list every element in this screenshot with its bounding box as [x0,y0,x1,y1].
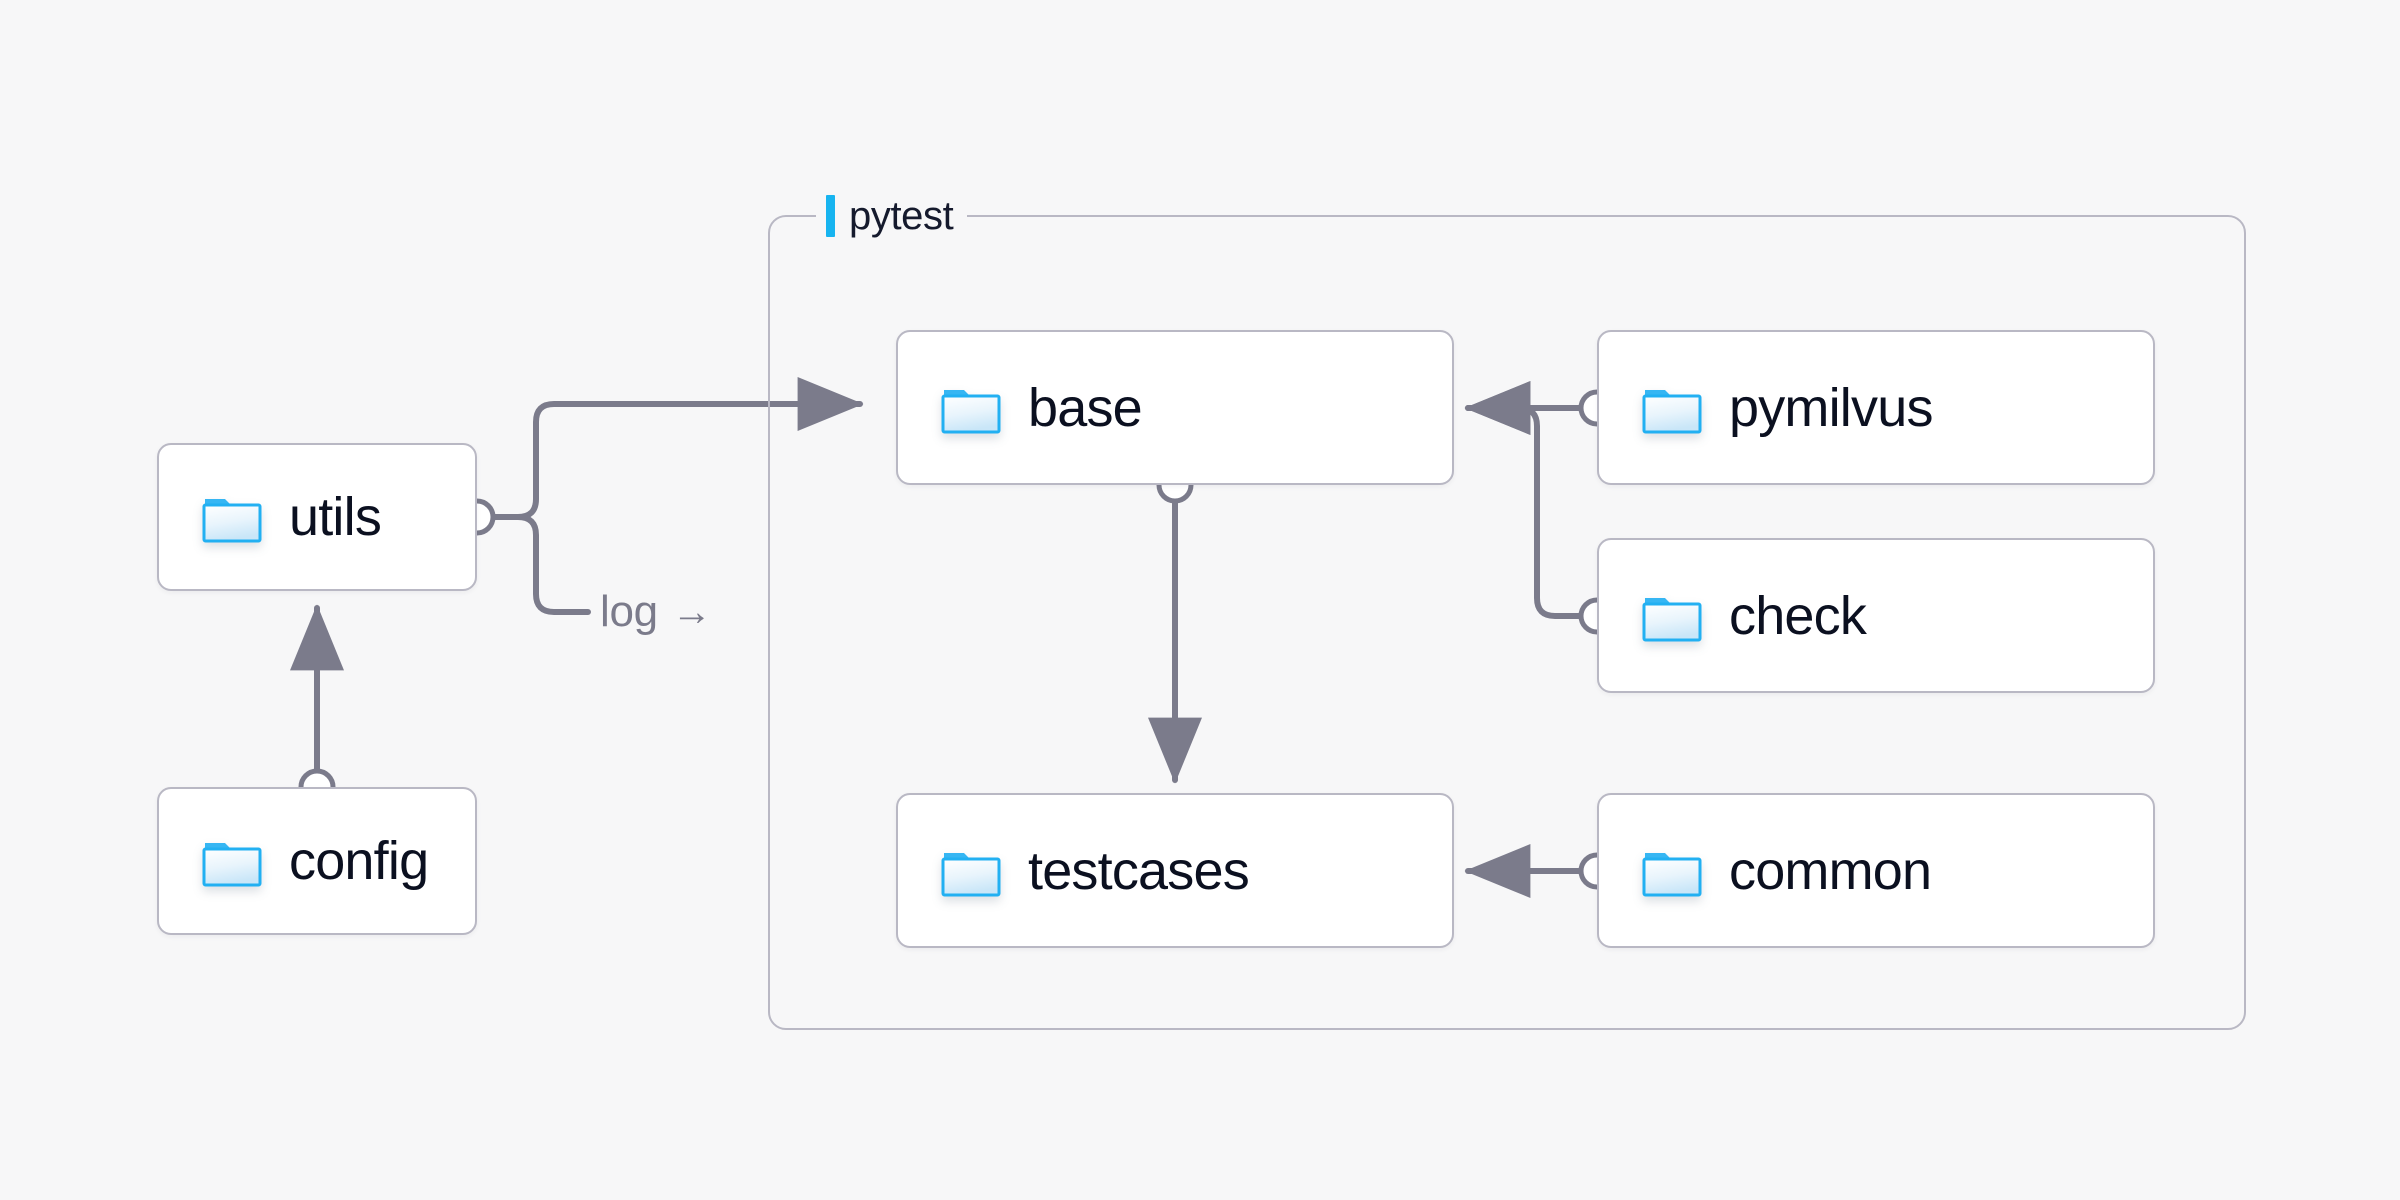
group-title-text: pytest [849,193,954,238]
edge-label-log: log → [600,590,712,634]
node-base-label: base [1028,377,1143,438]
node-check-label: check [1729,585,1867,646]
edge-label-log-text: log [600,587,658,636]
arrow-right-icon: → [671,590,712,634]
node-utils-label: utils [289,487,382,547]
node-testcases[interactable]: testcases [896,793,1454,948]
folder-icon [1642,597,1702,641]
folder-icon [941,389,1001,433]
node-testcases-label: testcases [1028,840,1250,901]
node-config-label: config [289,831,429,891]
node-utils[interactable]: utils [157,443,477,591]
node-check[interactable]: check [1597,538,2155,693]
group-pytest[interactable] [768,215,2246,1030]
accent-bar-icon [826,195,835,237]
folder-icon [202,843,262,887]
group-pytest-label: pytest [816,190,968,242]
node-pymilvus[interactable]: pymilvus [1597,330,2155,485]
node-config[interactable]: config [157,787,477,935]
folder-icon [1642,852,1702,896]
node-pymilvus-label: pymilvus [1729,377,1933,438]
folder-icon [941,852,1001,896]
folder-icon [202,499,262,543]
folder-icon [1642,389,1702,433]
node-base[interactable]: base [896,330,1454,485]
edge-utils-to-log [491,514,591,615]
node-common-label: common [1729,840,1932,901]
node-common[interactable]: common [1597,793,2155,948]
